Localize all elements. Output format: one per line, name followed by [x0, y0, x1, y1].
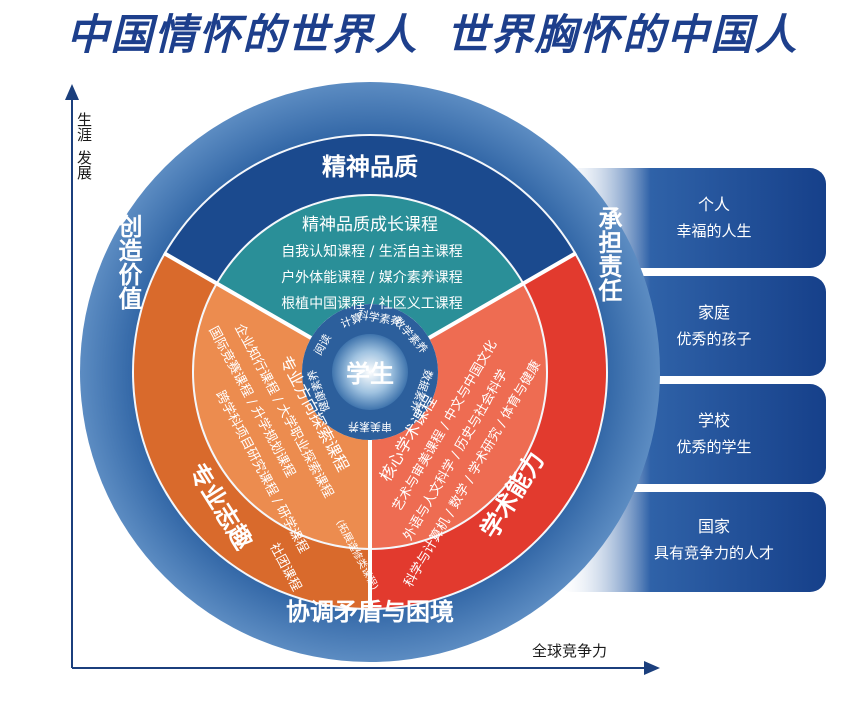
y-axis-label-1: 生涯	[75, 112, 93, 142]
outer-ring-bottom-label: 协调矛盾与困境	[286, 598, 454, 626]
headline-right: 世界胸怀的中国人	[446, 9, 799, 59]
x-axis-label: 全球竞争力	[532, 642, 607, 660]
y-axis-label-2: 发展	[75, 150, 93, 180]
card-school-subtitle: 优秀的学生	[676, 438, 751, 456]
segment-career	[193, 284, 370, 548]
segment-dividers	[162, 251, 578, 610]
outer-ring-left-label: 创造价值	[114, 214, 143, 310]
headline-left: 中国情怀的世界人	[66, 9, 419, 59]
spirit-line-2: 户外体能课程 / 媒介素养课程	[281, 269, 463, 286]
spirit-title: 精神品质成长课程	[302, 215, 438, 235]
middle-ring-right	[370, 254, 607, 608]
y-axis-arrow	[65, 84, 79, 100]
segment-academic	[370, 284, 547, 548]
segment-spirit	[217, 195, 523, 338]
card-nation-subtitle: 具有竞争力的人才	[654, 544, 774, 562]
segment-divider	[162, 251, 313, 340]
page-headline: 中国情怀的世界人 世界胸怀的中国人	[0, 2, 865, 60]
card-family-subtitle: 优秀的孩子	[676, 330, 751, 348]
literacy-label: 审美素养	[348, 420, 392, 434]
x-axis-arrow	[644, 661, 660, 675]
card-individual-subtitle: 幸福的人生	[676, 222, 751, 240]
center-core	[332, 334, 408, 410]
middle-ring-left	[133, 254, 370, 608]
card-school-title: 学校	[698, 411, 730, 430]
spirit-line-1: 自我认知课程 / 生活自主课程	[281, 243, 463, 260]
card-family-title: 家庭	[698, 303, 730, 322]
card-nation	[556, 492, 826, 592]
outer-ring-right-label: 承担责任	[594, 206, 623, 303]
card-individual-title: 个人	[698, 195, 730, 214]
spirit-line-3: 根植中国课程 / 社区义工课程	[281, 296, 463, 312]
card-nation-title: 国家	[698, 517, 730, 536]
outer-ring-top-label: 精神品质	[322, 153, 418, 181]
axes: 生涯 发展 全球竞争力	[65, 84, 660, 675]
segment-divider	[427, 251, 578, 340]
middle-ring-top	[165, 136, 575, 283]
center-label: 学生	[346, 360, 394, 388]
